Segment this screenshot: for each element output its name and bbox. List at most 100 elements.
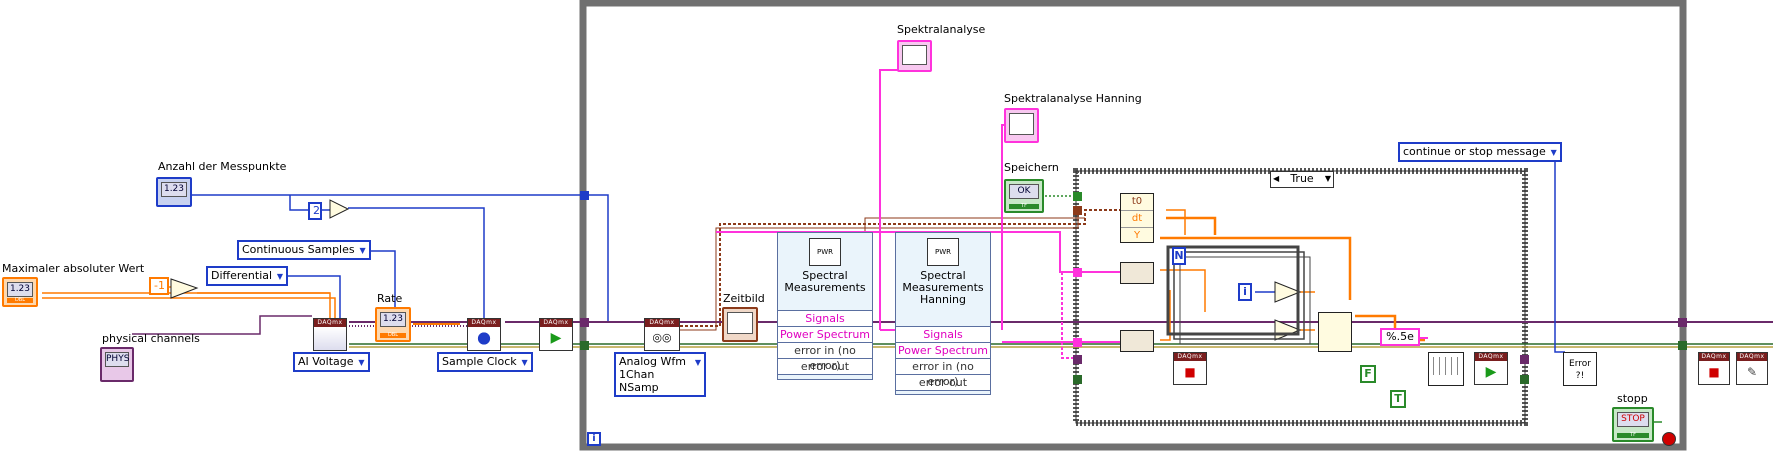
- dt-output[interactable]: dt: [1121, 211, 1153, 228]
- case-selector[interactable]: ◀ True ▼: [1270, 171, 1334, 188]
- rate-control[interactable]: 1.23 DBL: [375, 307, 411, 342]
- two-const[interactable]: 2: [308, 202, 322, 220]
- daqmx-header: DAQmx: [1174, 353, 1206, 361]
- express2-title1: Spectral: [920, 269, 966, 282]
- num-points-control[interactable]: 1.23: [156, 177, 192, 207]
- ai-voltage-enum[interactable]: AI Voltage: [293, 352, 370, 372]
- unbundle-spectrum-1[interactable]: [1120, 262, 1154, 284]
- loop-condition-icon[interactable]: [1662, 432, 1676, 446]
- daqmx-header: DAQmx: [468, 319, 500, 327]
- wfm-line2: 1Chan NSamp: [619, 368, 659, 394]
- stop-icon: STOP: [1617, 412, 1649, 427]
- true-const[interactable]: T: [1390, 390, 1406, 408]
- grid-icon: [1433, 357, 1459, 375]
- case-prev-icon[interactable]: ◀: [1273, 174, 1280, 183]
- stop-square-icon: ■: [1708, 365, 1720, 379]
- max-abs-control[interactable]: 1.23 DBL: [2, 277, 38, 307]
- spektral-indicator[interactable]: [897, 40, 932, 72]
- graph-icon: [1009, 113, 1034, 135]
- get-waveform-components[interactable]: t0 dt Y: [1120, 193, 1154, 243]
- t0-output[interactable]: t0: [1121, 194, 1153, 211]
- daqmx-start-vi[interactable]: DAQmx ▶: [539, 318, 573, 351]
- daqmx-header: DAQmx: [1699, 353, 1729, 361]
- spektral-hanning-label: Spektralanalyse Hanning: [1004, 92, 1142, 105]
- case-value: True: [1290, 172, 1314, 185]
- graph-icon: [902, 45, 927, 65]
- power-spectrum-terminal[interactable]: Power Spectrum: [896, 343, 990, 359]
- daqmx-header: DAQmx: [1475, 353, 1507, 361]
- graph-icon: [727, 312, 753, 334]
- error-out-terminal[interactable]: error out: [896, 375, 990, 391]
- ok-icon: OK: [1009, 184, 1039, 199]
- play-icon: ▶: [550, 330, 562, 346]
- loop-iteration-i: i: [1238, 283, 1252, 301]
- case-next-icon[interactable]: ▼: [1324, 174, 1331, 183]
- numeric-icon: 1.23: [161, 182, 187, 197]
- eraser-icon: ✎: [1746, 365, 1758, 379]
- daqmx-stop-vi[interactable]: DAQmx ■: [1698, 352, 1730, 385]
- zeitbild-label: Zeitbild: [723, 292, 765, 305]
- zeitbild-indicator[interactable]: [722, 307, 758, 342]
- dbl-tag: DBL: [7, 298, 33, 303]
- pwr-icon: PWR: [927, 238, 959, 266]
- tf-tag: TF: [1009, 204, 1039, 209]
- play-icon: ▶: [1485, 364, 1497, 380]
- loop-count-n: N: [1172, 247, 1186, 265]
- max-abs-label: Maximaler absoluter Wert: [2, 262, 145, 275]
- channel-icon: [314, 327, 346, 350]
- write-spreadsheet-vi[interactable]: [1428, 352, 1464, 386]
- while-loop-frame[interactable]: [579, 0, 1687, 451]
- signals-terminal[interactable]: Signals: [778, 311, 872, 327]
- daqmx-start-vi-2[interactable]: DAQmx ▶: [1474, 352, 1508, 385]
- stop-square-icon: ■: [1184, 365, 1196, 379]
- daqmx-timing-vi[interactable]: DAQmx: [467, 318, 501, 351]
- speichern-control[interactable]: OK TF: [1004, 179, 1044, 213]
- y-output[interactable]: Y: [1133, 230, 1141, 241]
- error-in-terminal[interactable]: error in (no error): [896, 359, 990, 388]
- error-out-terminal[interactable]: error out: [778, 359, 872, 375]
- daqmx-header: DAQmx: [314, 319, 346, 327]
- spektral-label: Spektralanalyse: [897, 23, 986, 36]
- power-spectrum-terminal[interactable]: Power Spectrum: [778, 327, 872, 343]
- error-in-terminal[interactable]: error in (no error): [778, 343, 872, 372]
- signals-terminal[interactable]: Signals: [896, 327, 990, 343]
- differential-enum[interactable]: Differential: [206, 266, 289, 286]
- spectral-measurements-express[interactable]: PWR Spectral Measurements Signals Power …: [777, 232, 873, 380]
- stopp-label: stopp: [1617, 392, 1648, 405]
- error-handler-vi[interactable]: Error ?!: [1563, 352, 1597, 386]
- express1-title2: Measurements: [784, 281, 866, 294]
- numeric-icon: 1.23: [7, 282, 33, 297]
- phys-channels-label: physical channels: [102, 332, 200, 345]
- tf-tag: TF: [1617, 433, 1649, 438]
- glasses-icon: ◎◎: [652, 331, 672, 344]
- express2-title3: Hanning: [920, 293, 966, 306]
- continuous-samples-enum[interactable]: Continuous Samples: [237, 240, 371, 260]
- daqmx-header: DAQmx: [1737, 353, 1767, 361]
- continue-stop-enum[interactable]: continue or stop message: [1398, 142, 1562, 162]
- express1-title1: Spectral: [802, 269, 848, 282]
- sample-clock-enum[interactable]: Sample Clock: [437, 352, 533, 372]
- stopp-control[interactable]: STOP TF: [1612, 407, 1654, 442]
- spectral-measurements-hanning-express[interactable]: PWR Spectral Measurements Hanning Signal…: [895, 232, 991, 395]
- daqmx-header: DAQmx: [540, 319, 572, 327]
- daqmx-clear-vi[interactable]: DAQmx ✎: [1736, 352, 1768, 385]
- rate-label: Rate: [377, 292, 403, 305]
- neg-one-const[interactable]: -1: [149, 277, 169, 295]
- wfm-line1: Analog Wfm: [619, 355, 686, 368]
- dbl-tag: DBL: [380, 333, 406, 338]
- build-array-node[interactable]: [1318, 312, 1352, 352]
- daqmx-create-channel-vi[interactable]: DAQmx: [313, 318, 347, 351]
- numeric-icon: 1.23: [380, 312, 406, 327]
- format-string-const[interactable]: %.5e: [1380, 328, 1420, 346]
- false-const[interactable]: F: [1360, 365, 1376, 383]
- analog-wfm-enum[interactable]: Analog Wfm 1Chan NSamp: [614, 352, 706, 397]
- io-icon: PHYS: [105, 352, 129, 367]
- phys-channels-control[interactable]: PHYS: [100, 347, 134, 382]
- spektral-hanning-indicator[interactable]: [1004, 108, 1039, 143]
- daqmx-read-vi[interactable]: DAQmx ◎◎: [644, 318, 680, 351]
- daqmx-stop-vi-case[interactable]: DAQmx ■: [1173, 352, 1207, 385]
- unbundle-spectrum-2[interactable]: [1120, 330, 1154, 352]
- clock-icon: [468, 327, 500, 350]
- speichern-label: Speichern: [1004, 161, 1059, 174]
- num-points-label: Anzahl der Messpunkte: [158, 160, 287, 173]
